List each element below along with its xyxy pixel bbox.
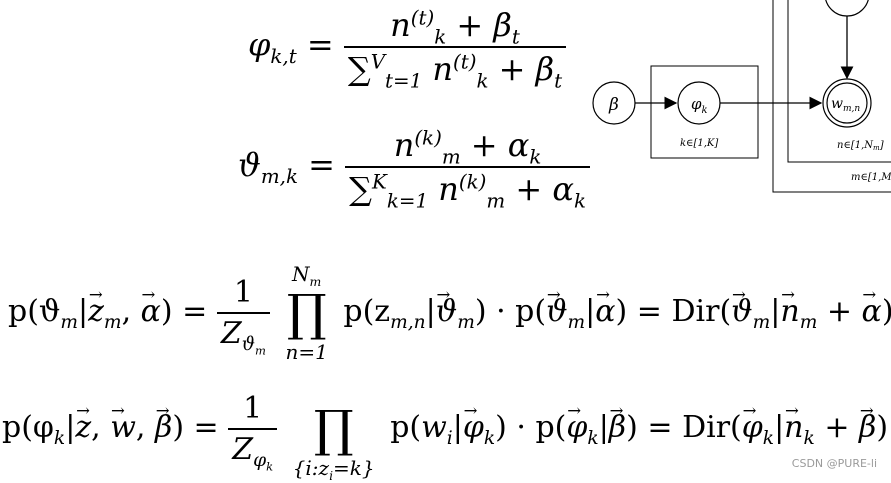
svg-text:wm,n: wm,n [831, 96, 860, 114]
plate-m [772, 0, 891, 193]
equation-phi-posterior: p(φk|z, w, β) = 1 Zφk N ∏ {i:zi=k} p(wi|… [2, 378, 888, 483]
equation-theta-posterior: p(ϑm|zm, α) = 1 Zϑm Nm ∏ n=1 p(zm,n|ϑm) … [8, 262, 891, 364]
svg-text:n∈[1,Nm]: n∈[1,Nm] [837, 140, 884, 152]
w-node [822, 78, 872, 128]
norm-fraction-theta: 1 Zϑm [216, 275, 270, 356]
product-n: Nm ∏ n=1 [285, 262, 328, 364]
theta-fraction: n(k)m + αk ∑Kk=1 n(k)m + αk [345, 126, 590, 211]
svg-text:m∈[1,M: m∈[1,M [851, 172, 891, 183]
plate-k [650, 65, 759, 159]
theta-symbol: ϑ [238, 145, 261, 184]
product-i: N ∏ {i:zi=k} [292, 400, 375, 483]
watermark: CSDN @PURE-li [791, 457, 877, 470]
svg-text:φk: φk [691, 95, 708, 116]
equation-phi: φk,t = n(t)k + βt ∑Vt=1 n(t)k + βt [248, 6, 567, 91]
phi-fraction: n(t)k + βt ∑Vt=1 n(t)k + βt [343, 6, 567, 91]
plate-diagram: β φk wm,n k∈[1,K] n∈[1,Nm] m∈[1,M [592, 0, 891, 193]
phi-symbol: φ [248, 25, 271, 64]
norm-fraction-phi: 1 Zφk [228, 391, 278, 472]
plate-n [787, 0, 891, 163]
theta-node-partial [825, 0, 869, 17]
svg-text:k∈[1,K]: k∈[1,K] [680, 138, 718, 149]
equation-theta: ϑm,k = n(k)m + αk ∑Kk=1 n(k)m + αk [238, 126, 590, 211]
svg-text:β: β [608, 95, 619, 115]
